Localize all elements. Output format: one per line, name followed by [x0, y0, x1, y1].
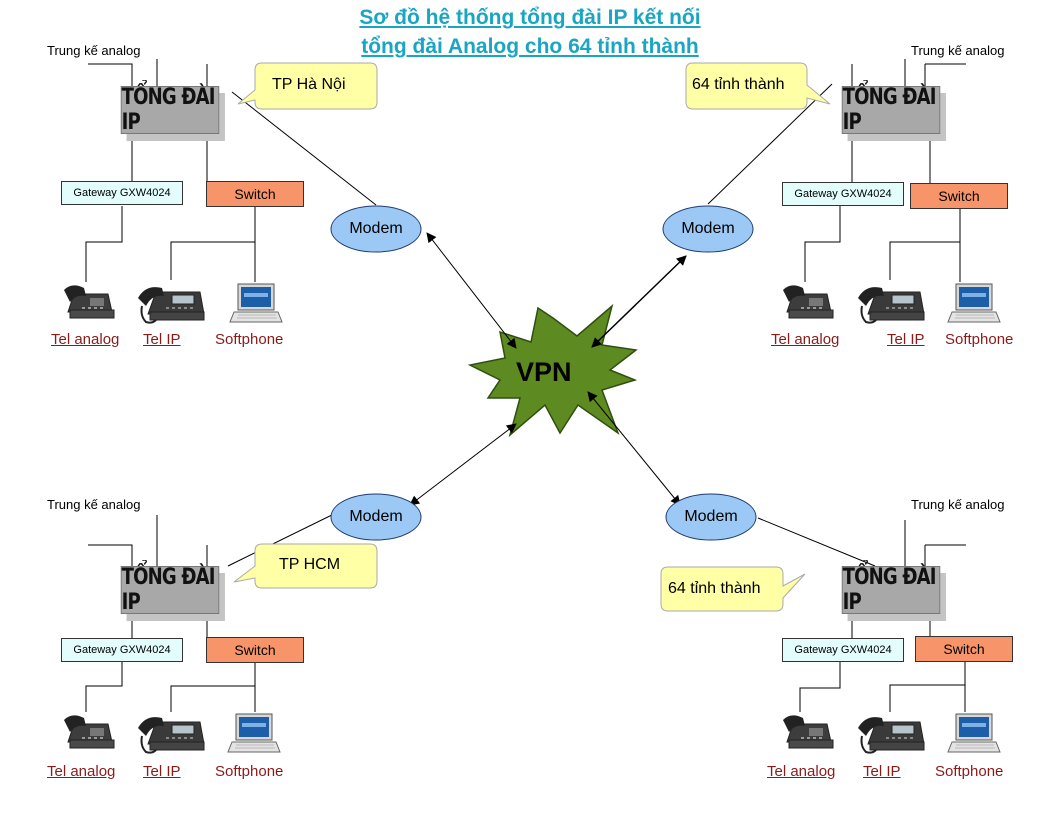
laptop-icon [229, 283, 283, 323]
trunk-label-top-left: Trung kế analog [47, 43, 141, 58]
trunk-label-bottom-right: Trung kế analog [911, 497, 1005, 512]
modem-ellipse-bottom-right [665, 493, 757, 541]
modem-top-left: Modem [349, 220, 403, 237]
analog-phone-icon [63, 714, 115, 749]
modem-ellipse-top-right [662, 205, 754, 253]
laptop-icon [947, 283, 1001, 323]
tel-analog-label-bottom-right[interactable]: Tel analog [767, 763, 836, 780]
modem-ellipse-top-left [330, 205, 422, 253]
diagram-title-line-2: tổng đài Analog cho 64 tỉnh thành [361, 35, 699, 58]
ip-phone-icon [137, 286, 205, 324]
softphone-label-top-right: Softphone [945, 331, 1014, 348]
softphone-label-bottom-right: Softphone [935, 763, 1004, 780]
tel-analog-label-bottom-left[interactable]: Tel analog [47, 763, 116, 780]
tel-ip-label-bottom-left[interactable]: Tel IP [143, 763, 181, 780]
link-vpn-bottom-right [587, 391, 681, 506]
softphone-label-bottom-left: Softphone [215, 763, 284, 780]
link-vpn-top-left [426, 232, 517, 349]
callout-shape-top-right [685, 62, 831, 110]
location-callout-bottom-right: 64 tỉnh thành [668, 580, 761, 597]
trunk-label-top-right: Trung kế analog [911, 43, 1005, 58]
location-callout-top-left: TP Hà Nội [272, 76, 346, 93]
analog-phone-icon [782, 284, 834, 319]
tel-analog-label-top-right[interactable]: Tel analog [771, 331, 840, 348]
switch-bottom-left: Switch [206, 637, 304, 663]
modem-top-right: Modem [681, 220, 735, 237]
tel-ip-label-top-left[interactable]: Tel IP [143, 331, 181, 348]
laptop-icon [227, 713, 281, 753]
gateway-bottom-left: Gateway GXW4024 [61, 638, 183, 662]
trunk-label-bottom-left: Trung kế analog [47, 497, 141, 512]
callout-shape-top-left [237, 62, 378, 110]
diagram-title-line-1: Sơ đồ hệ thống tổng đài IP kết nối [359, 6, 701, 29]
link-vpn-top-right [591, 255, 687, 348]
callout-shape-bottom-left [233, 543, 378, 589]
analog-phone-icon [782, 714, 834, 749]
modem-bottom-left: Modem [349, 508, 403, 525]
pbx-bottom-left: TỔNG ĐÀI IP [120, 565, 220, 615]
switch-top-left: Switch [206, 181, 304, 207]
switch-bottom-right: Switch [915, 636, 1013, 662]
modem-bottom-right: Modem [684, 508, 738, 525]
pbx-top-right: TỔNG ĐÀI IP [841, 85, 941, 135]
pbx-bottom-right: TỔNG ĐÀI IP [841, 565, 941, 615]
gateway-bottom-right: Gateway GXW4024 [782, 638, 904, 662]
tel-ip-label-bottom-right[interactable]: Tel IP [863, 763, 901, 780]
laptop-icon [947, 713, 1001, 753]
analog-phone-icon [63, 284, 115, 319]
link-vpn-bottom-left [409, 423, 517, 506]
softphone-label-top-left: Softphone [215, 331, 284, 348]
pbx-top-left: TỔNG ĐÀI IP [120, 85, 220, 135]
tel-ip-label-top-right[interactable]: Tel IP [887, 331, 925, 348]
vpn-label: VPN [516, 357, 572, 387]
location-callout-bottom-left: TP HCM [279, 556, 341, 573]
ip-phone-icon [857, 716, 925, 754]
tel-analog-label-top-left[interactable]: Tel analog [51, 331, 120, 348]
ip-phone-icon [857, 286, 925, 324]
ip-phone-icon [137, 716, 205, 754]
switch-top-right: Switch [910, 183, 1008, 209]
modem-ellipse-bottom-left [330, 493, 422, 541]
gateway-top-left: Gateway GXW4024 [61, 181, 183, 205]
gateway-top-right: Gateway GXW4024 [782, 182, 904, 206]
location-callout-top-right: 64 tỉnh thành [692, 76, 785, 93]
callout-shape-bottom-right [660, 566, 806, 612]
